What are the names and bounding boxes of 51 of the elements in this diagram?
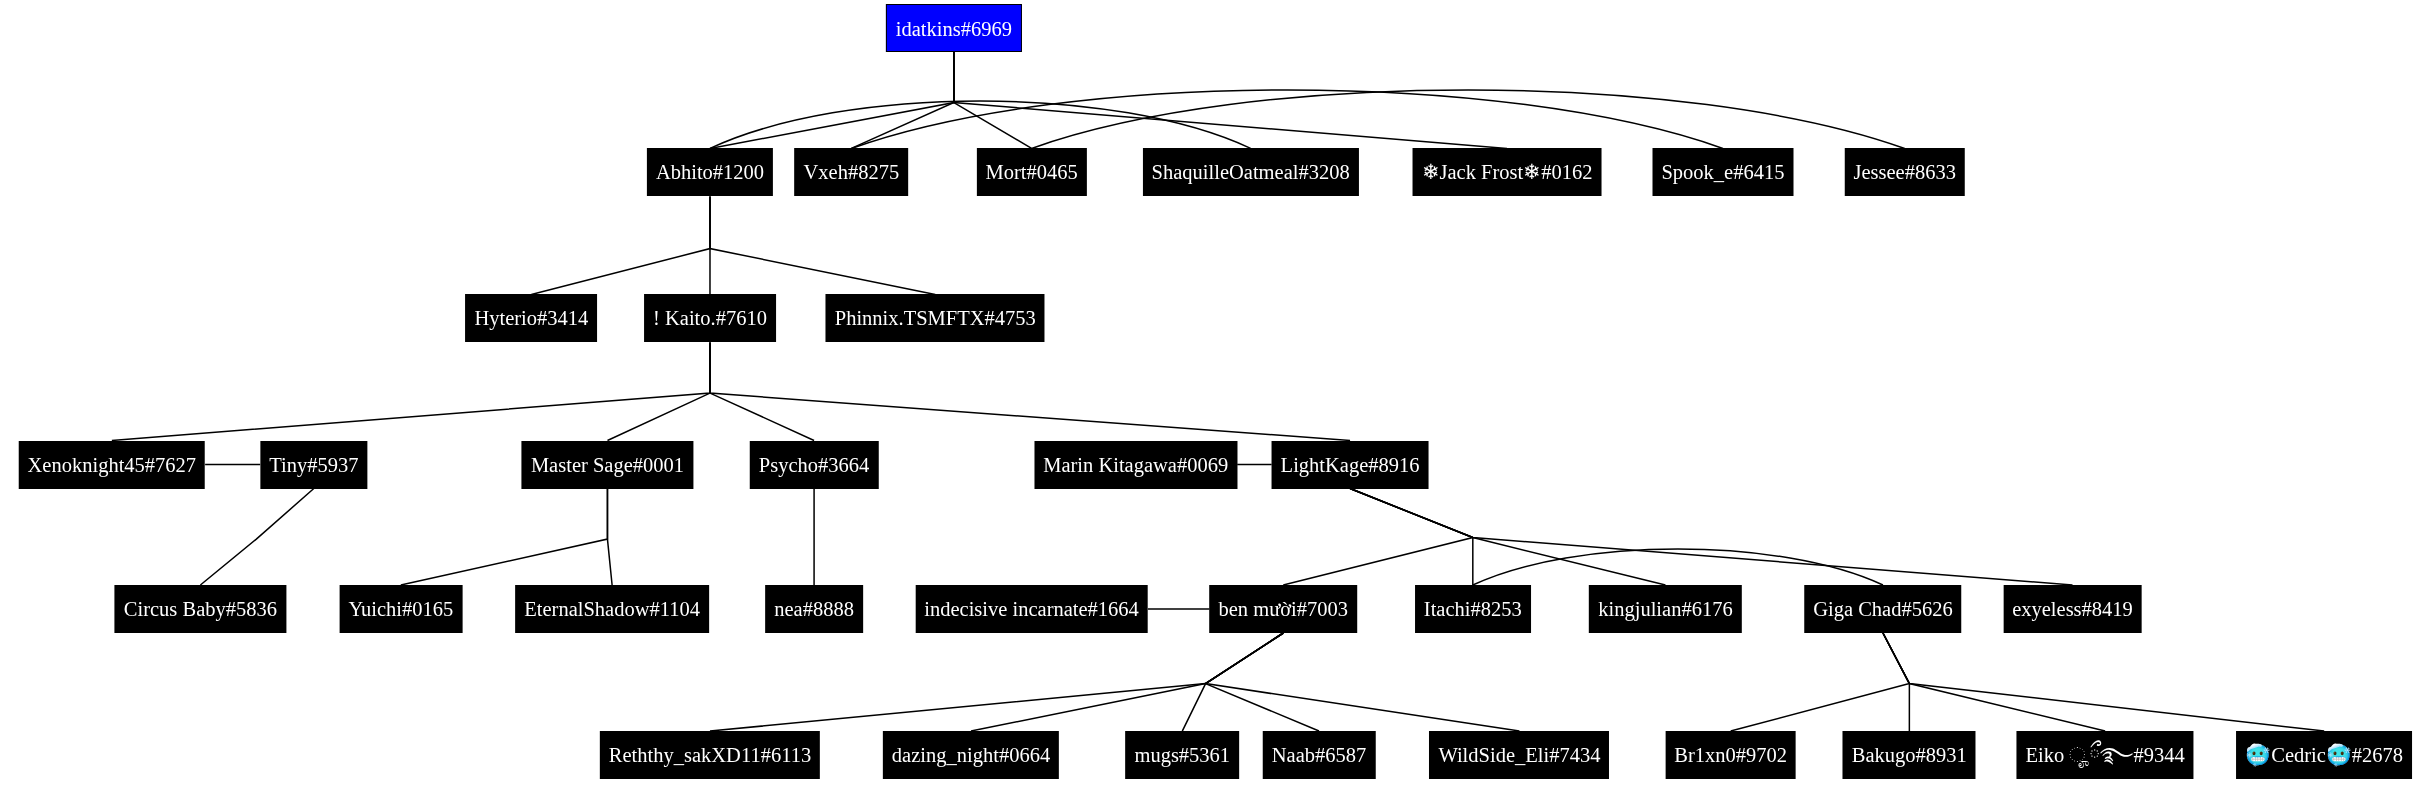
name-box: ben mười#7003 (1209, 585, 1358, 633)
name-box: Vxeh#8275 (794, 148, 909, 197)
name-box: dazing_night#0664 (882, 731, 1060, 780)
connector-line (953, 51, 1508, 150)
connector-line (1030, 89, 1906, 150)
name-box: Naab#6587 (1262, 731, 1376, 780)
name-box: exyeless#8419 (2003, 585, 2142, 633)
name-box: 🥶Cedric🥶#2678 (2236, 731, 2413, 780)
name-box: LightKage#8916 (1271, 440, 1429, 489)
name-box: Circus Baby#5836 (114, 585, 286, 633)
name-box: Bakugo#8931 (1842, 731, 1976, 780)
connector-line (709, 195, 936, 296)
name-box: Spook_e#6415 (1652, 148, 1794, 197)
name-box: Abhito#1200 (646, 148, 774, 197)
connector-line (709, 100, 1252, 150)
name-box: ShaquilleOatmeal#3208 (1142, 148, 1359, 197)
name-box: Tiny#5937 (260, 440, 368, 489)
name-box: Hyterio#3414 (465, 294, 598, 343)
name-box: idatkins#6969 (885, 3, 1022, 52)
name-box: indecisive incarnate#1664 (915, 585, 1148, 633)
name-box: Eiko ೄྀ࿐#9344 (2016, 731, 2194, 780)
name-box: Mort#0465 (976, 148, 1087, 197)
name-box: Itachi#8253 (1414, 585, 1531, 633)
connector-line (813, 487, 815, 586)
name-box: nea#8888 (765, 585, 863, 633)
connector-line (1203, 632, 1521, 732)
connector-line (1236, 463, 1273, 466)
name-box: WildSide_Eli#7434 (1429, 731, 1610, 780)
name-box: ! Kaito.#7610 (644, 294, 776, 343)
name-box: mugs#5361 (1125, 731, 1240, 780)
name-box: Giga Chad#5626 (1804, 585, 1962, 633)
name-box: Jessee#8633 (1844, 148, 1965, 197)
name-box: Master Sage#0001 (521, 440, 694, 489)
connector-line (199, 487, 315, 586)
connector-line (1472, 548, 1884, 586)
name-box: Xenoknight45#7627 (18, 440, 206, 489)
name-box: Yuichi#0165 (339, 585, 463, 633)
name-box: Br1xn0#9702 (1665, 731, 1797, 780)
connector-line (850, 89, 1724, 150)
connector-line (606, 487, 613, 586)
name-box: kingjulian#6176 (1589, 585, 1742, 633)
name-box: Reththy_sakXD11#6113 (599, 731, 821, 780)
connector-line (1147, 608, 1211, 610)
connector-line (1349, 487, 2074, 586)
name-box: EternalShadow#1104 (515, 585, 709, 633)
name-box: ❄Jack Frost❄#0162 (1412, 148, 1602, 197)
connector-line (204, 463, 261, 466)
name-box: Psycho#3664 (749, 440, 879, 489)
name-box: Marin Kitagawa#0069 (1034, 440, 1238, 489)
connector-line (1882, 632, 2325, 732)
name-box: Phinnix.TSMFTX#4753 (825, 294, 1045, 343)
